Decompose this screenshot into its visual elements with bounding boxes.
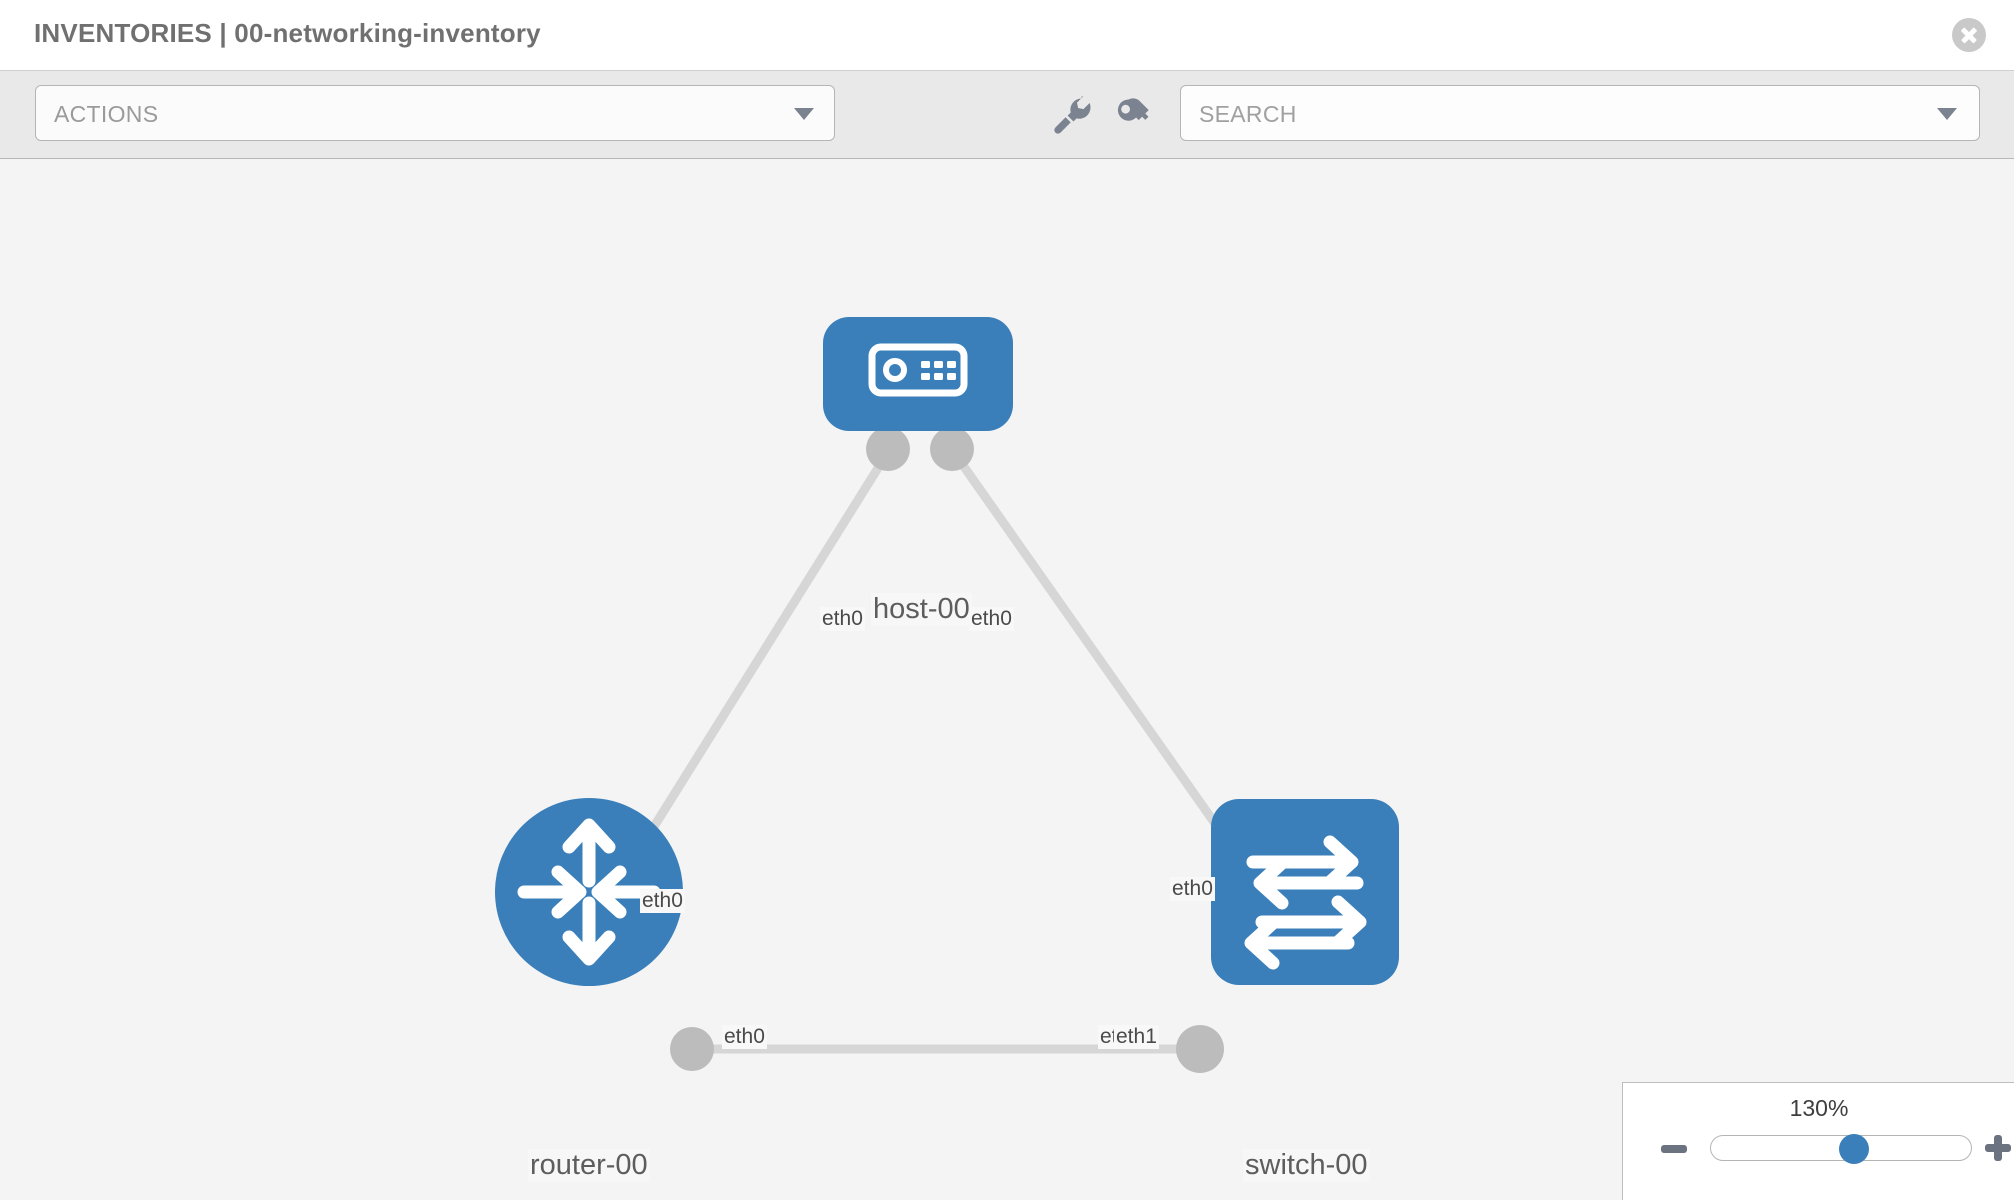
chevron-down-icon <box>1937 108 1957 120</box>
topology-edges <box>620 439 1245 1054</box>
zoom-control-panel: 130% <box>1622 1082 2014 1200</box>
node-label-switch-00: switch-00 <box>1243 1149 1370 1182</box>
iface-label-host00-right: eth0 <box>969 607 1014 631</box>
topology-interface-stubs <box>670 427 1261 1073</box>
close-icon[interactable] <box>1952 18 1986 52</box>
iface-label-switch00-up: eth0 <box>1170 877 1215 901</box>
iface-stub-switch00-left <box>1176 1025 1224 1073</box>
page-header: INVENTORIES | 00-networking-inventory <box>0 0 2014 70</box>
node-label-host-00: host-00 <box>871 593 972 626</box>
topology-canvas[interactable]: eth0 eth0 eth0 eth0 eth0 eth0 eth1 host-… <box>0 159 2014 1200</box>
minus-icon[interactable] <box>1661 1145 1687 1153</box>
server-icon <box>868 343 968 397</box>
node-host-00 <box>823 317 1013 431</box>
toolbar: ACTIONS SEARCH <box>0 70 2014 159</box>
iface-label-switch00-left-eth1: eth1 <box>1114 1025 1159 1049</box>
search-placeholder: SEARCH <box>1199 101 1297 127</box>
edge-host00-switch00 <box>943 439 1245 864</box>
iface-stub-router00-right <box>670 1027 714 1071</box>
topology-graph <box>495 317 1399 1073</box>
key-icon[interactable] <box>1110 91 1158 139</box>
wrench-icon[interactable] <box>1048 91 1096 139</box>
plus-icon-vertical <box>1994 1135 2002 1161</box>
node-switch-00-shape <box>1211 799 1399 985</box>
actions-dropdown-label: ACTIONS <box>54 101 159 127</box>
node-switch-00 <box>1211 799 1399 985</box>
iface-stub-host00-right <box>930 427 974 471</box>
node-router-00-shape <box>495 798 683 986</box>
actions-dropdown[interactable]: ACTIONS <box>35 85 835 141</box>
edge-host00-router00 <box>620 439 898 878</box>
switch-arrows-icon <box>1244 835 1367 970</box>
node-label-router-00: router-00 <box>528 1149 650 1182</box>
zoom-percent-label: 130% <box>1789 1095 1849 1121</box>
node-router-00 <box>495 798 683 986</box>
toolbar-icon-group <box>1048 87 1188 143</box>
plus-icon[interactable] <box>1985 1135 2011 1161</box>
zoom-slider-thumb[interactable] <box>1839 1134 1869 1164</box>
chevron-down-icon <box>794 108 814 120</box>
iface-label-router00-up: eth0 <box>640 889 685 913</box>
node-host-00-shape <box>823 317 1013 431</box>
iface-stub-host00-left <box>866 427 910 471</box>
page-title: INVENTORIES | 00-networking-inventory <box>34 18 541 48</box>
search-input[interactable]: SEARCH <box>1180 85 1980 141</box>
iface-label-host00-left: eth0 <box>820 607 865 631</box>
iface-label-router00-right: eth0 <box>722 1025 767 1049</box>
